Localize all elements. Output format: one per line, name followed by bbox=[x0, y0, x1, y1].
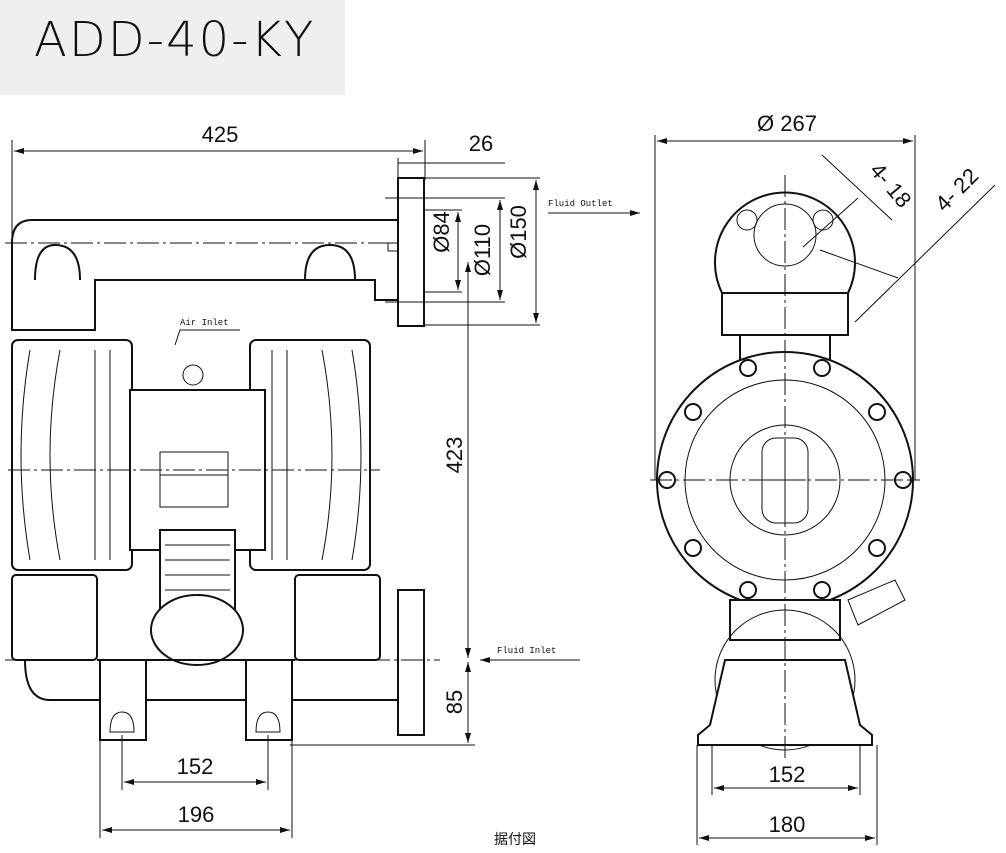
fluid-outlet-label: Fluid Outlet bbox=[548, 199, 613, 209]
dim-bolt-circle: Ø110 bbox=[470, 224, 495, 276]
side-view bbox=[650, 175, 920, 760]
caption: 据付図 bbox=[494, 832, 536, 848]
model-title: ADD-40-KY bbox=[34, 12, 316, 68]
dim-foot-width: 196 bbox=[178, 802, 215, 827]
dim-holes-small: 4- 18 bbox=[865, 158, 916, 212]
air-inlet-label: Air Inlet bbox=[180, 318, 229, 328]
fluid-inlet-label: Fluid Inlet bbox=[497, 646, 556, 656]
dim-holes-large: 4- 22 bbox=[930, 163, 983, 216]
front-view bbox=[5, 177, 440, 741]
dim-side-foot-spacing: 152 bbox=[769, 762, 806, 787]
dim-inlet-height: 85 bbox=[442, 690, 467, 714]
dim-flange-thickness: 26 bbox=[469, 131, 493, 156]
front-dimensions: 425 26 Ø84 Ø110 Ø150 Fluid Outlet 423 Fl… bbox=[11, 122, 640, 838]
dim-width: 425 bbox=[202, 122, 239, 147]
dim-foot-spacing: 152 bbox=[177, 754, 214, 779]
dim-side-foot-width: 180 bbox=[769, 812, 806, 837]
dim-diameter: Ø 267 bbox=[757, 111, 817, 136]
dim-flange-od: Ø150 bbox=[506, 205, 531, 259]
title-box: ADD-40-KY bbox=[0, 0, 345, 95]
dim-height: 423 bbox=[442, 437, 467, 474]
dim-bore: Ø84 bbox=[429, 211, 454, 253]
